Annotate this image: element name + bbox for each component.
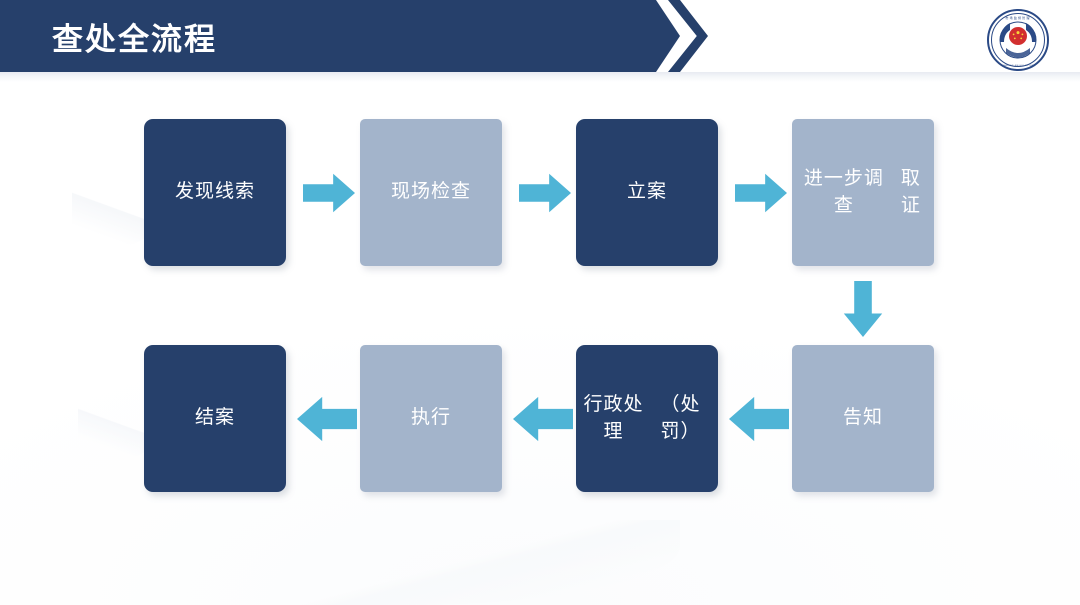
flow-node-execution[interactable]: 执行	[360, 345, 502, 492]
flow-arrow-3-to-4	[735, 173, 787, 213]
flow-node-discover-clue[interactable]: 发现线索	[144, 119, 286, 266]
flow-node-further-investigation[interactable]: 进一步调查取证	[792, 119, 934, 266]
header-band-arrow-tip	[646, 0, 680, 72]
flow-node-administrative-penalty[interactable]: 行政处理（处罚）	[576, 345, 718, 492]
background-watermark-bottom	[300, 520, 680, 605]
flow-node-notification[interactable]: 告知	[792, 345, 934, 492]
flow-arrow-7-to-8	[297, 396, 357, 442]
header-underline	[0, 72, 1080, 82]
flow-arrow-2-to-3	[519, 173, 571, 213]
flow-arrow-1-to-2	[303, 173, 355, 213]
svg-text:市场监督管理: 市场监督管理	[1005, 15, 1030, 20]
flow-arrow-5-to-6	[729, 396, 789, 442]
flow-arrow-6-to-7	[513, 396, 573, 442]
market-supervision-emblem-icon: 市场监督管理 MARKET REGULATION	[986, 8, 1050, 72]
flow-node-case-closure[interactable]: 结案	[144, 345, 286, 492]
flow-node-case-filing[interactable]: 立案	[576, 119, 718, 266]
slide-header: 查处全流程 市场监督管理 MARKET REGULATION	[0, 0, 1080, 86]
flow-node-onsite-inspection[interactable]: 现场检查	[360, 119, 502, 266]
page-title: 查处全流程	[52, 21, 217, 57]
flow-arrow-4-to-5	[843, 281, 883, 337]
svg-text:MARKET REGULATION: MARKET REGULATION	[1002, 64, 1034, 67]
header-band	[0, 0, 656, 72]
